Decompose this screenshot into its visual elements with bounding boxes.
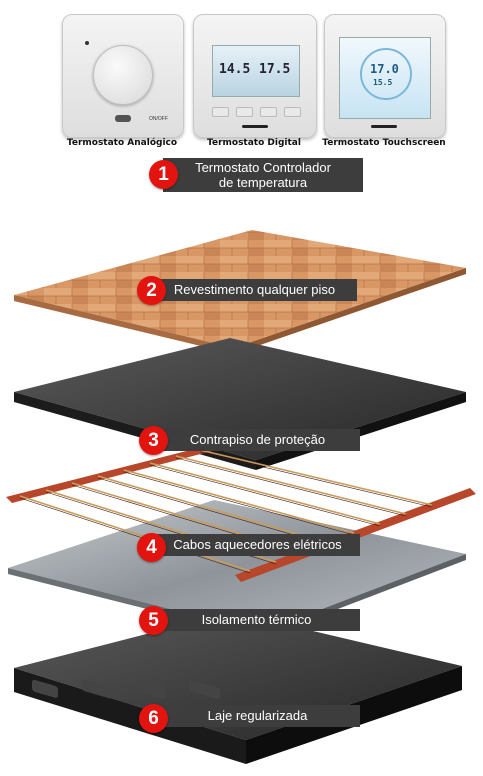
step-2-badge: 2 <box>137 276 166 305</box>
switch-label: ON/OFF <box>149 116 168 122</box>
temp-target: 17.5 <box>259 62 291 77</box>
concrete-slab-layer <box>14 612 462 764</box>
step-1-label-line-1: Termostato Controlador <box>195 160 331 175</box>
temp-main: 17.0 <box>370 62 399 76</box>
power-button <box>284 107 301 117</box>
temperature-dial <box>93 45 153 105</box>
temp-current: 14.5 <box>219 62 251 77</box>
power-switch <box>115 115 131 122</box>
bottom-slot <box>242 125 268 128</box>
step-4-badge: 4 <box>137 533 166 562</box>
up-button <box>236 107 253 117</box>
lcd-screen: 14.5 17.5 <box>212 45 300 97</box>
step-1-label-line-2: de temperatura <box>218 175 308 190</box>
temp-sub: 15.5 <box>373 78 393 87</box>
step-3-label: Contrapiso de proteção <box>155 429 360 451</box>
step-6-badge: 6 <box>139 704 168 733</box>
step-5-label: Isolamento térmico <box>153 609 360 631</box>
step-5-badge: 5 <box>139 606 168 635</box>
bottom-slot <box>371 125 397 128</box>
step-4-label: Cabos aquecedores elétricos <box>155 534 360 556</box>
touch-screen: 17.0 15.5 <box>339 37 431 119</box>
thermostat-analog: ON/OFF <box>62 14 184 138</box>
thermostat-analog-caption: Termostato Analógico <box>66 138 178 148</box>
step-6-label: Laje regularizada <box>155 705 360 727</box>
step-1-badge: 1 <box>149 160 178 189</box>
step-3-badge: 3 <box>139 426 168 455</box>
mode-button <box>212 107 229 117</box>
thermostat-digital: 14.5 17.5 <box>193 14 317 138</box>
temp-ring <box>360 48 412 100</box>
thermostat-touchscreen-caption: Termostato Touchscreen <box>322 138 446 148</box>
thermostat-touchscreen: 17.0 15.5 <box>324 14 446 138</box>
step-2-label: Revestimento qualquer piso <box>152 279 357 301</box>
led-indicator <box>85 41 89 45</box>
step-1-label: Termostato Controlador de temperatura <box>163 158 363 192</box>
thermostat-digital-caption: Termostato Digital <box>207 138 301 148</box>
down-button <box>260 107 277 117</box>
